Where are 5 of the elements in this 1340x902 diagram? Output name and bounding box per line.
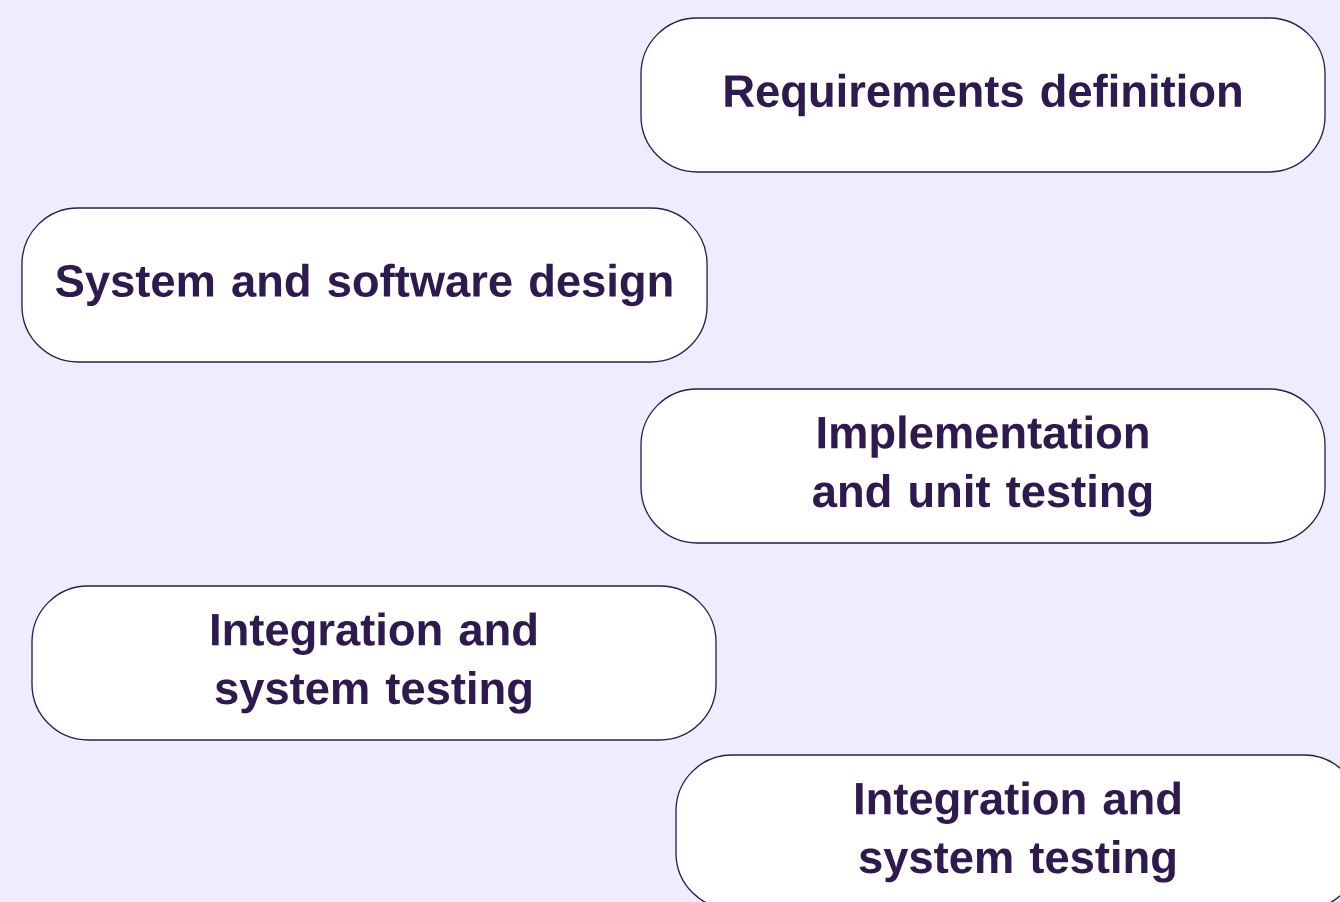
process-box: System and software design — [21, 207, 708, 363]
process-box: Integration and system testing — [31, 585, 717, 741]
process-box: Implementation and unit testing — [640, 388, 1326, 544]
process-box: Requirements definition — [640, 17, 1326, 173]
process-box: Integration and system testing — [675, 754, 1340, 902]
